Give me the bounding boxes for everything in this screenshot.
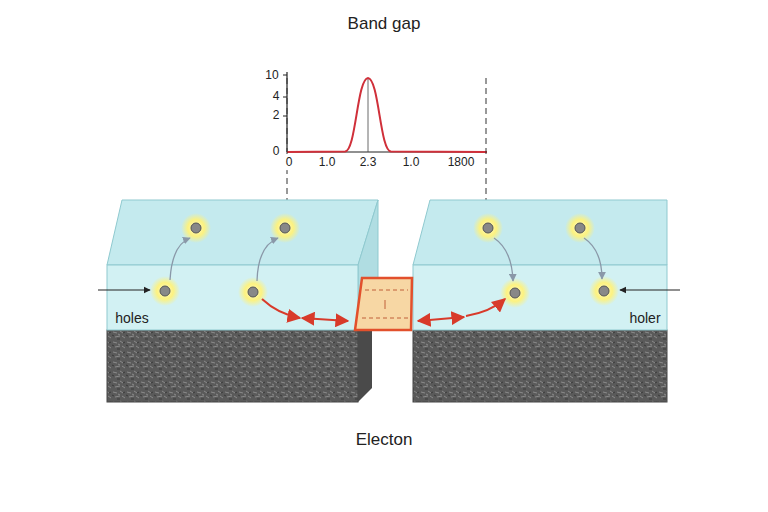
charge-carriers: [150, 213, 619, 308]
region-label: holes: [113, 310, 150, 326]
motion-arrows: [98, 238, 680, 321]
axis-tick-label: 0: [284, 156, 295, 170]
diagram-title: Band gap: [348, 14, 421, 34]
axis-tick-label: 4: [271, 90, 282, 104]
axis-tick-label: 2.3: [358, 156, 379, 170]
axis-tick-label: 10: [263, 69, 280, 83]
junction-block: [355, 278, 412, 330]
caption-label: Electon: [354, 430, 415, 450]
left-semiconductor-slab: [107, 200, 378, 402]
axis-tick-label: 0: [271, 145, 282, 159]
right-semiconductor-slab: [413, 200, 667, 402]
axis-tick-label: 1.0: [401, 156, 422, 170]
band-gap-chart: [283, 72, 487, 152]
axis-tick-label: 1800: [446, 156, 477, 170]
axis-tick-label: 2: [271, 109, 282, 123]
region-label: holer: [627, 310, 662, 326]
axis-tick-label: 1.0: [317, 156, 338, 170]
